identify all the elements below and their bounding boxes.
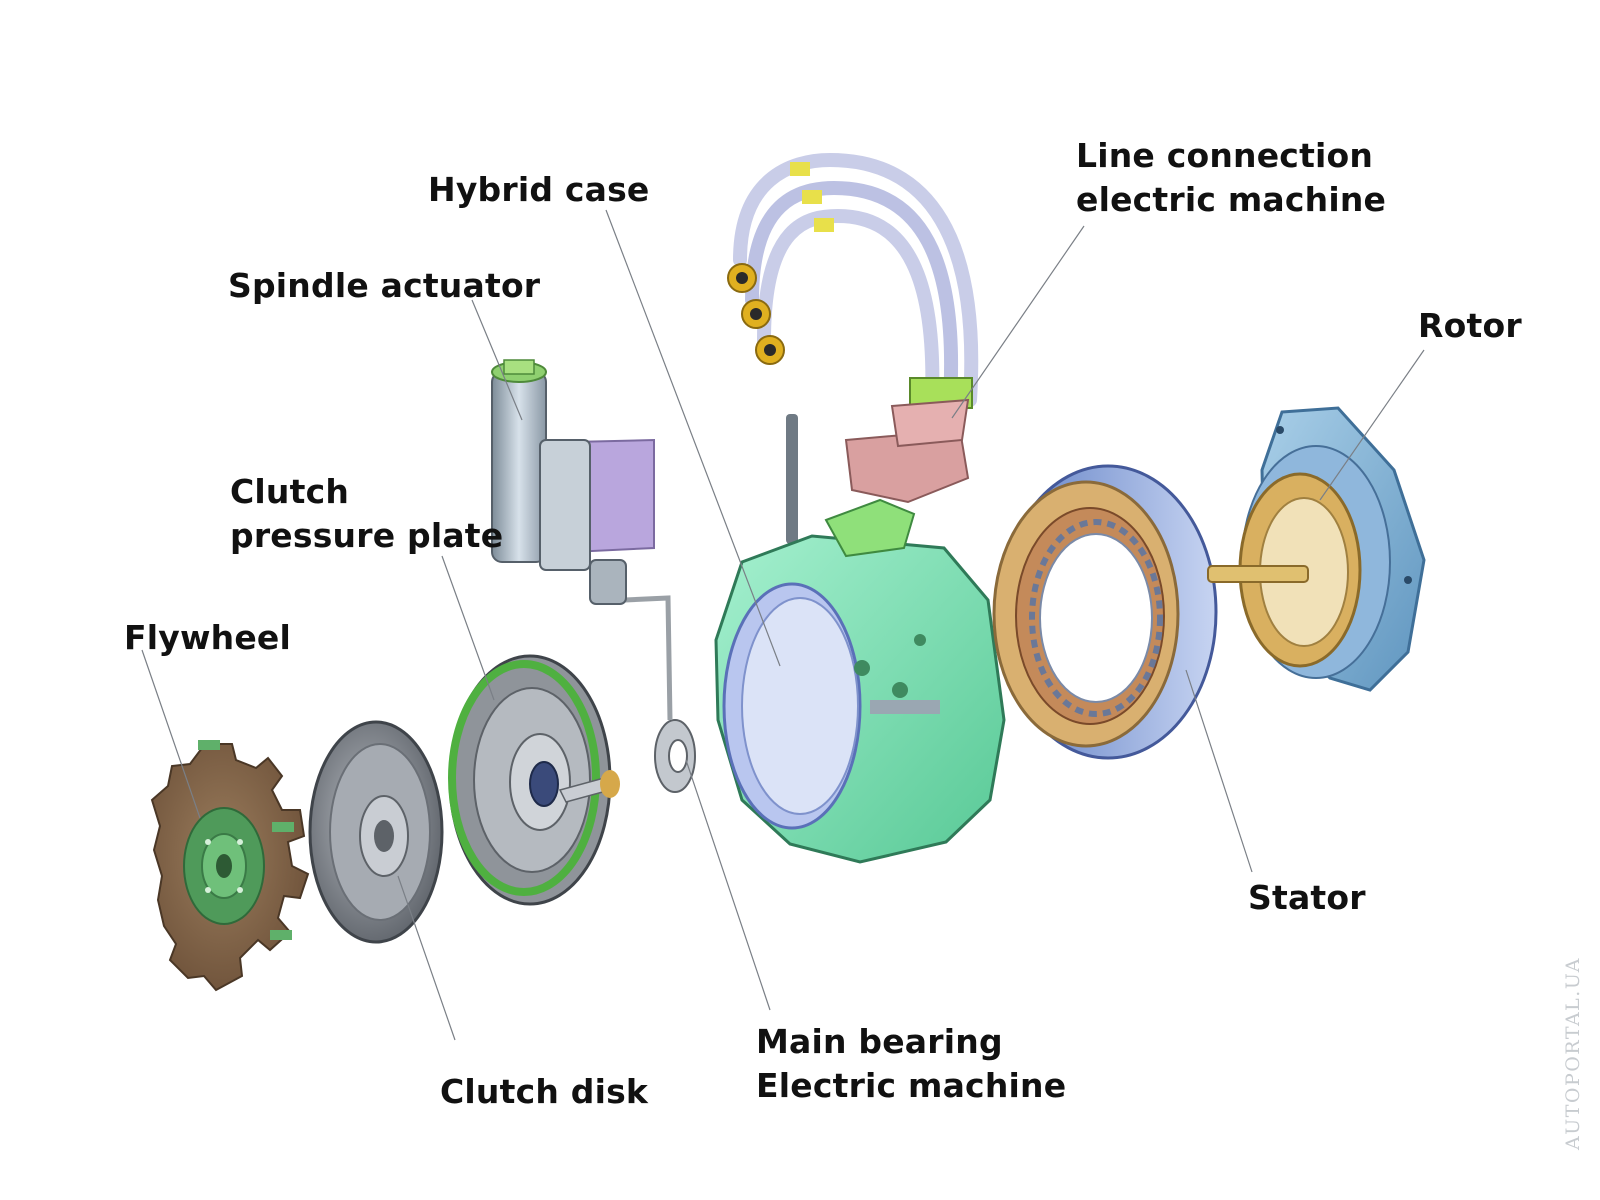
leader-hybrid-case	[605, 209, 781, 667]
leader-spindle-actuator	[471, 299, 523, 421]
label-line-connection: Line connection electric machine	[1076, 134, 1386, 222]
label-hybrid-case: Hybrid case	[428, 170, 650, 209]
stator-part	[992, 464, 1218, 760]
leader-clutch-pressure-plate	[441, 555, 495, 701]
clutch-disk-part	[308, 720, 444, 944]
line-connection-part	[727, 152, 979, 504]
label-main-bearing-line-1: Main bearing	[756, 1022, 1003, 1061]
label-clutch-pressure-plate-line-2: pressure plate	[230, 516, 504, 555]
leader-stator	[1185, 669, 1253, 873]
watermark-text: AUTOPORTAL.UA	[1562, 957, 1584, 1150]
leader-main-bearing	[685, 759, 771, 1011]
hybrid-case-part	[714, 414, 1006, 864]
flywheel-part	[150, 740, 310, 992]
label-line-connection-line-2: electric machine	[1076, 180, 1387, 219]
label-stator: Stator	[1248, 878, 1366, 917]
label-clutch-pressure-plate: Clutch pressure plate	[230, 470, 503, 558]
clutch-pressure-plate-part	[448, 654, 620, 906]
main-bearing-part	[624, 595, 696, 793]
spindle-actuator-part	[491, 359, 655, 605]
leader-lines	[141, 209, 1425, 1041]
leader-line-connection	[951, 225, 1085, 419]
label-clutch-disk: Clutch disk	[440, 1072, 649, 1111]
label-line-connection-line-1: Line connection	[1076, 136, 1374, 175]
label-main-bearing-line-2: Electric machine	[756, 1066, 1067, 1105]
leader-flywheel	[141, 649, 201, 819]
label-main-bearing: Main bearing Electric machine	[756, 1020, 1066, 1108]
label-clutch-pressure-plate-line-1: Clutch	[230, 472, 350, 511]
leader-clutch-disk	[397, 875, 456, 1041]
label-flywheel: Flywheel	[124, 618, 292, 657]
leader-rotor	[1319, 349, 1425, 501]
label-rotor: Rotor	[1418, 306, 1522, 345]
label-spindle-actuator: Spindle actuator	[228, 266, 541, 305]
rotor-part	[1207, 406, 1426, 692]
